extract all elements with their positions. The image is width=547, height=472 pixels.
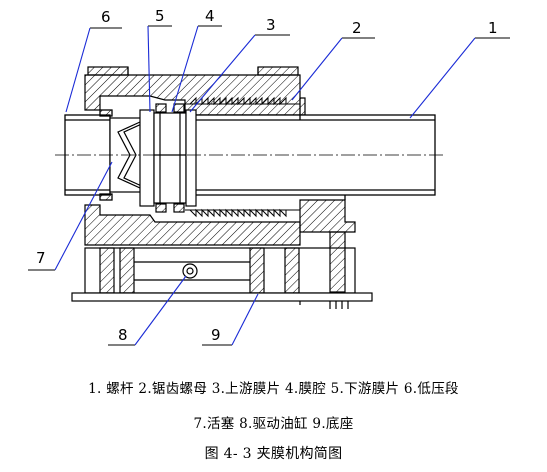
callout-label: 6 [101,8,111,26]
sawtooth-nut [185,96,300,218]
callout-6: 6 [65,8,122,113]
drive-cylinder [84,231,356,294]
callout-1: 1 [409,19,510,119]
base [71,292,373,309]
legend-line-2: 7.活塞 8.驱动油缸 9.底座 [193,416,354,432]
upper-housing [84,66,306,116]
callout-7: 7 [28,161,113,271]
callout-label: 9 [211,326,221,344]
lower-housing [84,199,356,246]
figure-title: 图 4- 3 夹膜机构简图 [204,446,343,462]
callout-3: 3 [189,16,290,113]
callout-5: 5 [147,7,172,113]
callout-9: 9 [202,293,259,346]
callout-2: 2 [291,19,375,101]
callout-label: 3 [266,16,276,34]
legend-line-1: 1. 螺杆 2.锯齿螺母 3.上游膜片 4.膜腔 5.下游膜片 6.低压段 [88,381,459,397]
callout-4: 4 [171,7,222,113]
diaphragm-assembly [139,103,197,213]
callout-label: 5 [155,7,165,25]
callout-label: 4 [205,7,215,25]
callout-label: 8 [118,326,128,344]
mechanism-diagram: 1 2 3 4 5 6 7 8 9 [28,7,510,346]
callout-8: 8 [108,275,187,346]
callout-label: 1 [488,19,498,37]
callout-label: 7 [36,249,46,267]
callout-label: 2 [352,19,362,37]
